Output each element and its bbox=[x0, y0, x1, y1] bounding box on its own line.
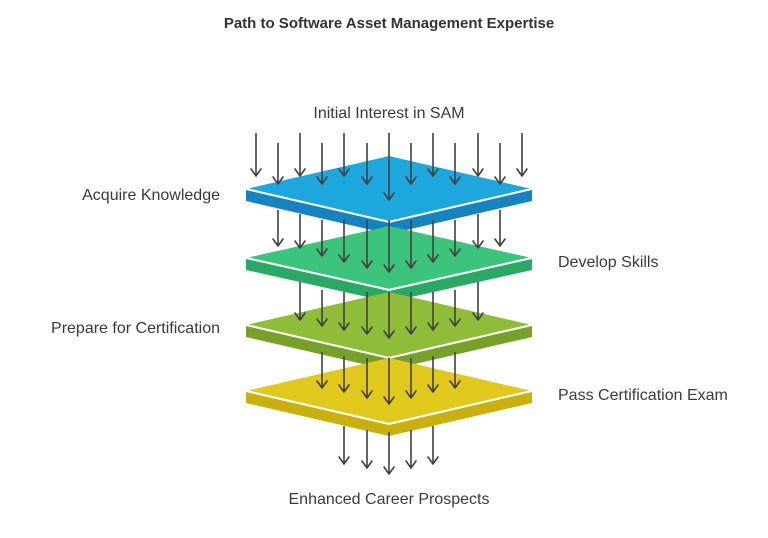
layer-left-face bbox=[246, 259, 389, 302]
layer-right-face bbox=[389, 190, 532, 234]
layer-right-face bbox=[389, 326, 532, 370]
down-arrow-icon bbox=[383, 292, 395, 339]
layer-label-4: Pass Certification Exam bbox=[558, 387, 728, 404]
layer-label-3: Prepare for Certification bbox=[51, 320, 220, 337]
down-arrow-icon bbox=[383, 220, 395, 273]
down-arrow-icon bbox=[383, 432, 395, 475]
down-arrow-icon bbox=[294, 133, 306, 177]
down-arrow-icon bbox=[449, 220, 461, 257]
down-arrow-icon bbox=[361, 430, 373, 469]
down-arrow-icon bbox=[405, 292, 417, 335]
layer-right-face bbox=[389, 259, 532, 302]
down-arrow-icon bbox=[361, 358, 373, 399]
down-arrow-icon bbox=[427, 426, 439, 465]
down-arrow-icon bbox=[338, 356, 350, 393]
down-arrow-icon bbox=[449, 352, 461, 389]
down-arrow-icon bbox=[294, 282, 306, 321]
down-arrow-icon bbox=[405, 358, 417, 399]
down-arrow-icon bbox=[472, 282, 484, 321]
down-arrow-icon bbox=[316, 352, 328, 389]
down-arrow-icon bbox=[272, 210, 284, 247]
layer-left-face bbox=[246, 326, 389, 370]
layer-edge-highlight bbox=[245, 389, 533, 426]
down-arrow-icon bbox=[338, 426, 350, 465]
down-arrow-icon bbox=[472, 133, 484, 177]
down-arrow-icon bbox=[405, 220, 417, 269]
down-arrow-icon bbox=[383, 358, 395, 405]
layer-right-face bbox=[389, 392, 532, 436]
down-arrow-icon bbox=[427, 133, 439, 177]
down-arrow-icon bbox=[383, 133, 395, 201]
down-arrow-icon bbox=[361, 220, 373, 269]
down-arrow-icon bbox=[494, 143, 506, 185]
start-label: Initial Interest in SAM bbox=[313, 105, 464, 122]
layer-label-2: Develop Skills bbox=[558, 254, 658, 271]
down-arrow-icon bbox=[405, 430, 417, 469]
layer-left-face bbox=[246, 392, 389, 436]
down-arrow-icon bbox=[405, 143, 417, 185]
down-arrow-icon bbox=[250, 133, 262, 177]
end-label: Enhanced Career Prospects bbox=[289, 491, 490, 508]
layer-edge-highlight bbox=[245, 256, 533, 292]
down-arrow-icon bbox=[494, 210, 506, 247]
down-arrow-icon bbox=[338, 133, 350, 177]
down-arrow-icon bbox=[272, 143, 284, 185]
down-arrow-icon bbox=[294, 214, 306, 249]
arrows bbox=[250, 133, 528, 475]
down-arrow-icon bbox=[316, 290, 328, 327]
down-arrow-icon bbox=[316, 143, 328, 185]
down-arrow-icon bbox=[516, 133, 528, 177]
down-arrow-icon bbox=[338, 292, 350, 331]
down-arrow-icon bbox=[338, 220, 350, 263]
layer-left-face bbox=[246, 190, 389, 234]
down-arrow-icon bbox=[449, 143, 461, 185]
layer-label-1: Acquire Knowledge bbox=[82, 187, 220, 204]
down-arrow-icon bbox=[427, 356, 439, 393]
down-arrow-icon bbox=[449, 290, 461, 327]
down-arrow-icon bbox=[361, 292, 373, 335]
down-arrow-icon bbox=[472, 214, 484, 249]
diagram-title: Path to Software Asset Management Expert… bbox=[224, 15, 554, 32]
down-arrow-icon bbox=[316, 220, 328, 257]
down-arrow-icon bbox=[427, 292, 439, 331]
down-arrow-icon bbox=[361, 143, 373, 185]
down-arrow-icon bbox=[427, 220, 439, 263]
